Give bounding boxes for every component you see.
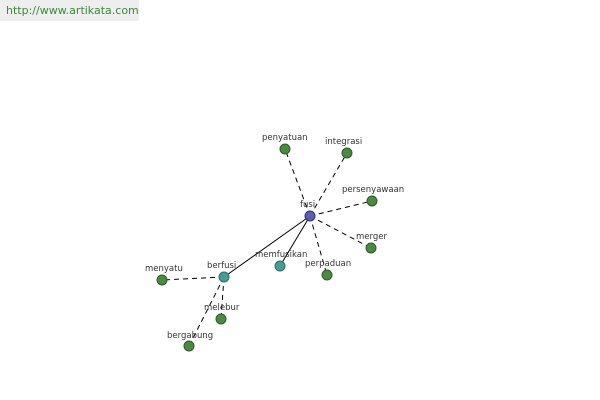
node-label-persenyawaan: persenyawaan xyxy=(342,185,404,195)
node-fusi[interactable] xyxy=(304,210,316,222)
node-integrasi[interactable] xyxy=(341,147,353,159)
source-url[interactable]: http://www.artikata.com xyxy=(0,0,139,21)
edge-fusi-memfusikan xyxy=(279,215,311,267)
node-melebur[interactable] xyxy=(215,313,227,325)
node-label-berfusi: berfusi xyxy=(207,261,236,271)
node-persenyawaan[interactable] xyxy=(366,195,378,207)
labels-layer: fusi penyatuan integrasi persenyawaan merger… xyxy=(145,133,404,341)
node-label-fusi: fusi xyxy=(300,200,315,210)
edge-fusi-perpaduan xyxy=(309,215,328,276)
node-perpaduan[interactable] xyxy=(321,269,333,281)
node-label-penyatuan: penyatuan xyxy=(262,133,308,143)
edge-berfusi-bergabung xyxy=(188,276,225,347)
node-label-merger: merger xyxy=(356,232,387,242)
edge-fusi-penyatuan xyxy=(284,148,311,217)
node-label-menyatu: menyatu xyxy=(145,264,183,274)
node-memfusikan[interactable] xyxy=(274,260,286,272)
edge-fusi-persenyawaan xyxy=(309,200,373,217)
edges-layer xyxy=(161,148,373,347)
node-penyatuan[interactable] xyxy=(279,143,291,155)
edge-fusi-merger xyxy=(309,215,372,249)
node-label-bergabung: bergabung xyxy=(167,331,213,341)
node-label-perpaduan: perpaduan xyxy=(305,259,351,269)
node-label-melebur: melebur xyxy=(204,303,240,313)
nodes-layer xyxy=(156,143,378,352)
edge-fusi-berfusi xyxy=(223,215,311,278)
node-label-integrasi: integrasi xyxy=(325,137,362,147)
node-label-memfusikan: memfusikan xyxy=(255,250,307,260)
edge-fusi-integrasi xyxy=(309,152,348,217)
node-bergabung[interactable] xyxy=(183,340,195,352)
node-menyatu[interactable] xyxy=(156,274,168,286)
edge-berfusi-melebur xyxy=(220,276,225,320)
node-merger[interactable] xyxy=(365,242,377,254)
node-berfusi[interactable] xyxy=(218,271,230,283)
edge-berfusi-menyatu xyxy=(161,276,225,281)
